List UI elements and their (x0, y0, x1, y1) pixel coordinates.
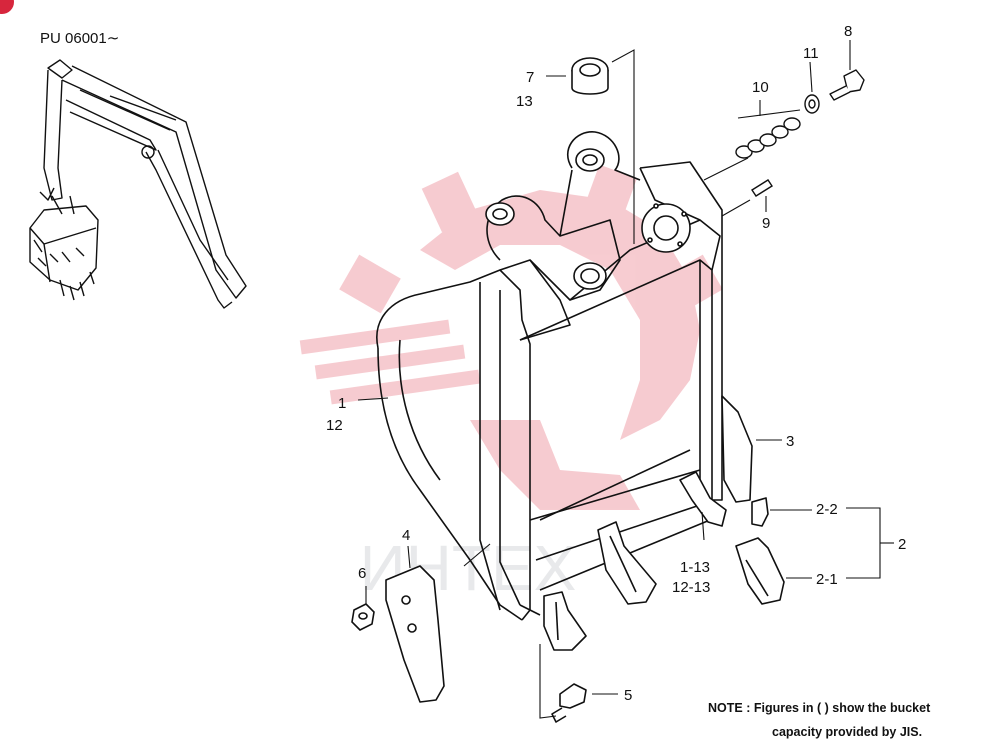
callout-10: 10 (752, 79, 769, 96)
callout-12-13: 12-13 (672, 579, 710, 596)
tooth-parts-2 (735, 497, 785, 605)
callout-2-1: 2-1 (816, 571, 838, 588)
leader-lines (357, 40, 894, 719)
bolt-part-8 (829, 69, 865, 101)
callout-9: 9 (762, 215, 770, 232)
bolt-part-5 (551, 683, 587, 723)
callout-3: 3 (786, 433, 794, 450)
callout-13: 13 (516, 93, 533, 110)
nut-part-6 (351, 603, 375, 631)
callout-labels: 7 13 10 11 8 9 1 12 3 2-2 2 2-1 4 6 1-13… (326, 23, 906, 704)
shims-part-10 (735, 117, 801, 159)
series-label: PU 06001∼ (40, 30, 120, 47)
bucket-body (376, 131, 723, 621)
callout-8: 8 (844, 23, 852, 40)
watermark-logo (299, 164, 723, 510)
callout-1: 1 (338, 395, 346, 412)
callout-2: 2 (898, 536, 906, 553)
callout-12: 12 (326, 417, 343, 434)
callout-1-13: 1-13 (680, 559, 710, 576)
note-line-2: capacity provided by JIS. (772, 725, 923, 739)
callout-6: 6 (358, 565, 366, 582)
callout-7: 7 (526, 69, 534, 86)
callout-5: 5 (624, 687, 632, 704)
note-line-1: NOTE : Figures in ( ) show the bucket (708, 701, 931, 715)
bracket-part-4 (385, 565, 445, 703)
side-cutter-part-3 (721, 395, 753, 503)
bucket-teeth (543, 471, 727, 651)
callout-11: 11 (803, 45, 819, 62)
callout-2-2: 2-2 (816, 501, 838, 518)
pin-part-9 (751, 179, 773, 197)
bushing-part-7 (571, 57, 609, 95)
pin-bosses (485, 148, 691, 290)
washer-part-11 (804, 94, 820, 114)
excavator-arm-thumbnail (29, 59, 247, 309)
callout-4: 4 (402, 527, 410, 544)
